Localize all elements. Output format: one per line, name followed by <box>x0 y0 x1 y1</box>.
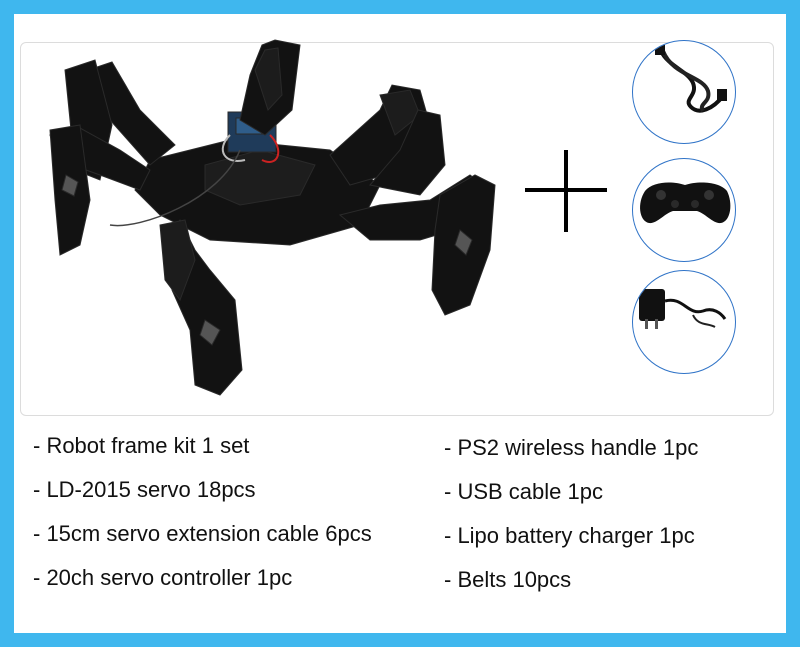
battery-charger-icon <box>639 289 727 329</box>
list-item: - Belts 10pcs <box>444 567 572 592</box>
list-item: - PS2 wireless handle 1pc <box>444 435 699 460</box>
plus-icon <box>525 150 607 232</box>
list-item: - 20ch servo controller 1pc <box>33 565 293 590</box>
contents-list-right: - PS2 wireless handle 1pc - USB cable 1p… <box>444 426 698 602</box>
usb-cable-icon <box>655 45 727 113</box>
contents-list-left: - Robot frame kit 1 set - LD-2015 servo … <box>33 424 372 600</box>
list-item: - USB cable 1pc <box>444 479 603 504</box>
list-item: - Robot frame kit 1 set <box>33 433 250 458</box>
hexapod-robot-icon <box>49 39 496 396</box>
ps2-gamepad-icon <box>640 182 731 224</box>
gamepad-circle <box>632 158 736 262</box>
list-item: - 15cm servo extension cable 6pcs <box>33 521 372 546</box>
list-item: - LD-2015 servo 18pcs <box>33 477 256 502</box>
usb-cable-circle <box>632 40 736 144</box>
list-item: - Lipo battery charger 1pc <box>444 523 695 548</box>
charger-circle <box>632 270 736 374</box>
